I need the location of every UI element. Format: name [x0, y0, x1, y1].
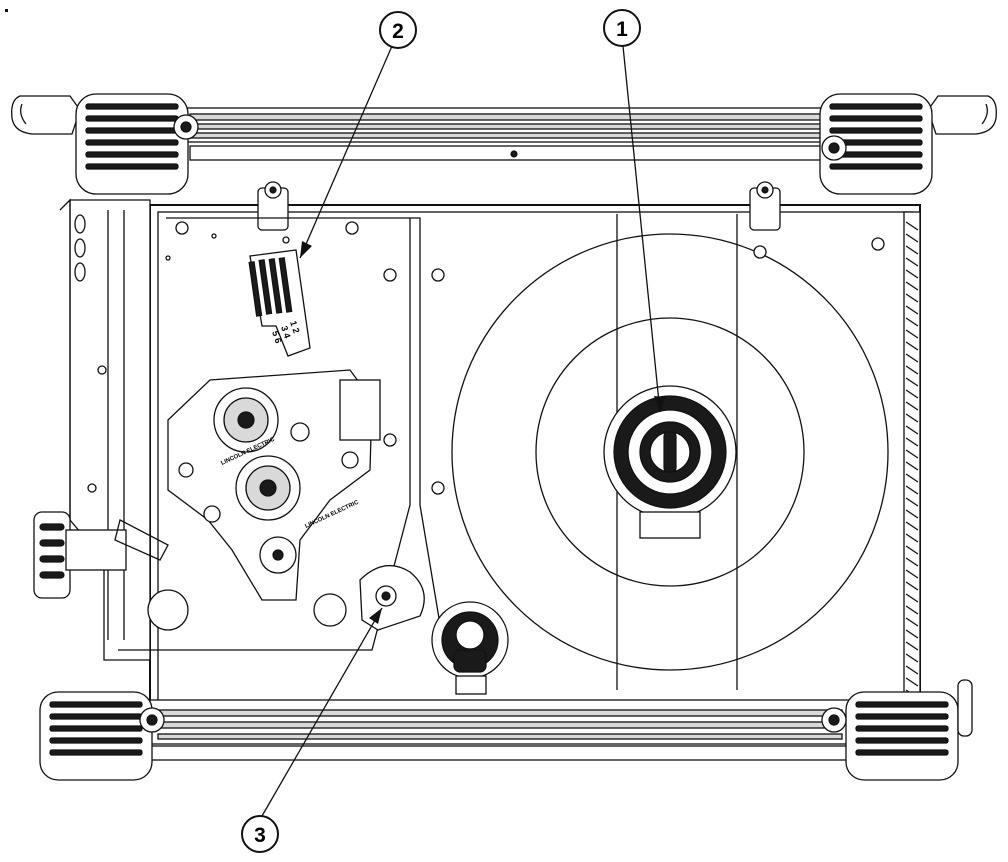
louver-slat: [905, 461, 919, 471]
drive-panel: [118, 217, 447, 661]
louver-slat: [905, 221, 919, 231]
louver-slat: [905, 545, 919, 555]
drive-roll-assembly: LINCOLN ELECTRIC LINCOLN ELECTRIC: [147, 369, 381, 631]
gun-bushing: [359, 564, 425, 631]
callout-1-leader: [622, 45, 661, 413]
bottom-right-bumper: [821, 679, 973, 781]
louver-slat: [905, 485, 919, 495]
louver-slat: [905, 533, 919, 543]
louver-slat: [905, 257, 919, 267]
louver-slat: [905, 677, 919, 687]
louver-slat: [905, 521, 919, 531]
side-louvers: [905, 221, 919, 699]
callout-1: 1: [603, 9, 641, 47]
louver-slat: [905, 581, 919, 591]
louver-slat: [905, 413, 919, 423]
louver-slat: [905, 629, 919, 639]
bottom-left-bumper: [39, 691, 165, 781]
callout-2: 2: [379, 11, 417, 49]
tension-adjuster: 1 2 3 4 5 6: [248, 236, 311, 357]
louver-slat: [905, 653, 919, 663]
louver-slat: [905, 473, 919, 483]
callout-3: 3: [241, 815, 279, 853]
louver-slat: [905, 233, 919, 243]
callout-2-leader: [299, 45, 393, 259]
callout-leaders: [261, 45, 666, 817]
top-latches: [257, 181, 781, 231]
wire-spool: [451, 214, 889, 690]
tension-scale-line-1: 1 2: [288, 320, 301, 335]
louver-slat: [905, 641, 919, 651]
callout-3-leader: [261, 607, 383, 817]
top-left-bumper: [75, 93, 199, 195]
left-cable-channel: [33, 198, 169, 661]
louver-slat: [905, 305, 919, 315]
callout-1-label: 1: [616, 18, 628, 41]
louver-slat: [905, 557, 919, 567]
louver-slat: [905, 593, 919, 603]
louver-slat: [905, 281, 919, 291]
louver-slat: [905, 449, 919, 459]
louver-slat: [905, 497, 919, 507]
spool-knob: [431, 601, 509, 695]
callout-2-label: 2: [392, 20, 404, 43]
louver-slat: [905, 605, 919, 615]
louver-slat: [905, 617, 919, 627]
corner-mark: [5, 9, 8, 12]
louver-slat: [905, 401, 919, 411]
louver-slat: [905, 377, 919, 387]
tension-scale-line-3: 5 6: [270, 330, 283, 345]
top-right-bumper: [819, 93, 933, 195]
louver-slat: [905, 389, 919, 399]
louver-slat: [905, 353, 919, 363]
louver-slat: [905, 365, 919, 375]
louver-slat: [905, 245, 919, 255]
tension-scale-line-2: 3 4: [279, 325, 292, 340]
louver-slat: [905, 437, 919, 447]
louver-slat: [905, 293, 919, 303]
louver-slat: [905, 317, 919, 327]
bottom-rail: [149, 699, 851, 761]
louver-slat: [905, 665, 919, 675]
louver-slat: [905, 569, 919, 579]
louver-slat: [905, 341, 919, 351]
louver-slat: [905, 509, 919, 519]
louver-slat: [905, 425, 919, 435]
callout-3-label: 3: [254, 824, 266, 847]
louver-slat: [905, 329, 919, 339]
louver-slat: [905, 269, 919, 279]
